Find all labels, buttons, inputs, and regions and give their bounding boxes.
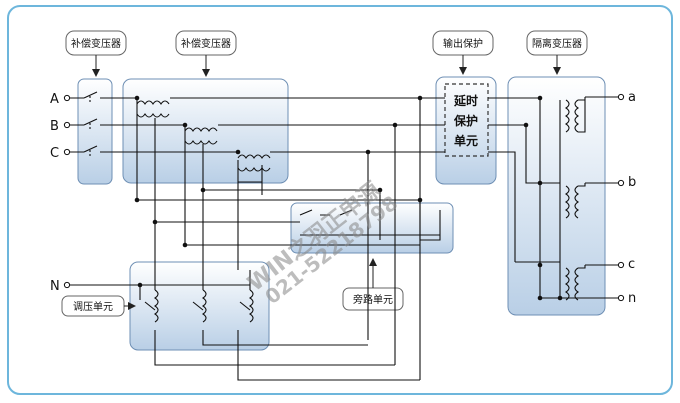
input-terminal-b: B <box>50 119 59 134</box>
delay-protect-line-1: 延时 <box>453 93 478 108</box>
compensation-coils <box>136 100 271 172</box>
output-terminal-n: n <box>628 291 636 306</box>
junction-dots <box>134 95 563 301</box>
compensation-transformer-panel <box>122 78 289 184</box>
comp-transformer-2-label: 补偿变压器 <box>181 37 231 50</box>
comp-transformer-1-label: 补偿变压器 <box>71 37 121 50</box>
delay-protect-line-2: 保护 <box>453 113 478 128</box>
regulator-coils <box>144 289 254 323</box>
input-terminal-c: C <box>50 146 59 161</box>
isolation-transformer-label: 隔离变压器 <box>532 37 582 50</box>
circuit-wires <box>70 91 618 381</box>
regulator-unit-label: 调压单元 <box>73 301 113 313</box>
input-switch-panel <box>77 78 113 185</box>
delay-protect-line-3: 单元 <box>454 133 478 148</box>
bypass-unit-label: 旁路单元 <box>353 293 393 306</box>
label-arrows <box>92 55 561 310</box>
isolation-coils <box>565 97 586 301</box>
output-protection-panel <box>435 76 497 185</box>
label-boxes: 补偿变压器 补偿变压器 输出保护 隔离变压器 调压单元 旁路单元 <box>61 30 588 317</box>
output-protection-label: 输出保护 <box>443 37 483 50</box>
outer-frame <box>7 5 673 395</box>
delay-protect-box <box>444 83 489 157</box>
panels <box>77 76 606 351</box>
terminal-labels: A B C N a b c n <box>50 90 636 306</box>
output-terminal-a: a <box>628 90 636 105</box>
input-terminal-a: A <box>50 92 59 107</box>
isolation-transformer-panel <box>507 76 606 316</box>
output-terminal-c: c <box>628 257 635 272</box>
input-terminal-n: N <box>50 279 60 294</box>
delay-protect-text: 延时 保护 单元 <box>453 93 478 148</box>
output-terminal-b: b <box>628 175 636 190</box>
bypass-panel <box>290 202 454 254</box>
terminal-circles <box>63 93 625 302</box>
